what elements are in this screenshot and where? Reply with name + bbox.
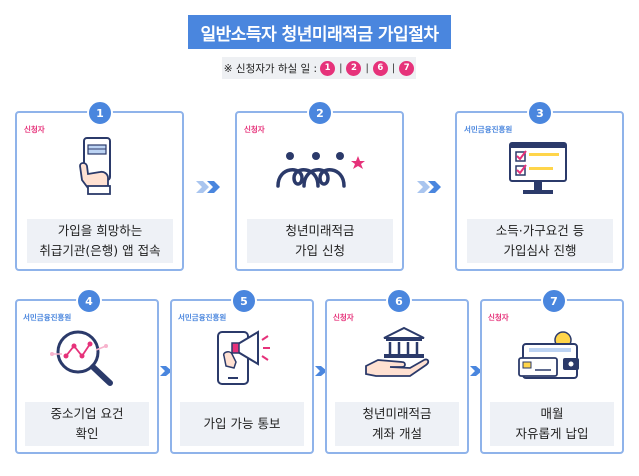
step-role-3: 서민금융진흥원	[464, 125, 513, 134]
step-text-2b: 가입 신청	[295, 243, 345, 258]
arrow-right-icon	[470, 366, 482, 376]
arrow-right-icon	[417, 181, 441, 193]
page-title: 일반소득자 청년미래적금 가입절차	[188, 15, 451, 49]
arrow-right-icon	[160, 366, 172, 376]
step-text-5a: 가입 가능 통보	[203, 416, 281, 431]
step-badge-4: 4	[76, 288, 102, 314]
step-text-3b: 가입심사 진행	[503, 243, 577, 258]
step-role-5: 서민금융진흥원	[178, 313, 227, 322]
step-badge-1: 1	[87, 100, 113, 126]
step-badge-7: 7	[541, 288, 567, 314]
step-badge-2: 2	[307, 100, 333, 126]
step-text-3a: 소득·가구요건 등	[495, 223, 585, 238]
phone-megaphone-icon	[217, 330, 270, 385]
step-text-1b: 취급기관(은행) 앱 접속	[39, 243, 161, 258]
monitor-checklist-icon	[509, 142, 567, 194]
step-label-5: 가입 가능 통보	[180, 402, 304, 446]
step-label-6: 청년미래적금 계좌 개설	[335, 402, 459, 446]
step-text-6b: 계좌 개설	[372, 426, 422, 441]
applicant-steps-note: ※ 신청자가 하실 일 : 1 | 2 | 6 | 7	[222, 57, 416, 79]
step-text-4a: 중소기업 요건	[50, 406, 124, 421]
step-text-7a: 매월	[540, 406, 564, 421]
step-role-6: 신청자	[333, 313, 354, 322]
step-text-2a: 청년미래적금	[285, 223, 355, 238]
step-label-1: 가입을 희망하는 취급기관(은행) 앱 접속	[27, 219, 173, 263]
wallet-icon	[518, 331, 579, 379]
step-text-7b: 자유롭게 납입	[515, 426, 589, 441]
applicant-steps-prefix: ※ 신청자가 하실 일 :	[223, 62, 318, 75]
step-label-2: 청년미래적금 가입 신청	[247, 219, 393, 263]
step-dot-7: 7	[399, 60, 415, 76]
step-label-3: 소득·가구요건 등 가입심사 진행	[467, 219, 613, 263]
arrow-right-icon	[315, 366, 327, 376]
magnifier-chart-icon	[50, 330, 113, 386]
separator: |	[365, 62, 369, 74]
arrow-right-icon	[196, 181, 220, 193]
phone-hand-icon	[79, 137, 111, 195]
step-badge-6: 6	[386, 288, 412, 314]
step-text-4b: 확인	[75, 426, 99, 441]
step-role-1: 신청자	[24, 125, 45, 134]
separator: |	[391, 62, 396, 74]
step-text-1a: 가입을 희망하는	[57, 223, 143, 238]
step-role-7: 신청자	[488, 313, 509, 322]
step-text-6a: 청년미래적금	[362, 406, 432, 421]
bank-hand-icon	[365, 326, 430, 377]
step-dot-2: 2	[346, 60, 362, 76]
step-role-4: 서민금융진흥원	[23, 313, 72, 322]
step-label-4: 중소기업 요건 확인	[25, 402, 149, 446]
step-dot-6: 6	[372, 60, 388, 76]
separator: |	[339, 62, 343, 74]
step-badge-5: 5	[231, 288, 257, 314]
step-role-2: 신청자	[244, 125, 265, 134]
people-logo-icon	[276, 152, 365, 188]
step-badge-3: 3	[527, 100, 553, 126]
step-label-7: 매월 자유롭게 납입	[490, 402, 614, 446]
step-dot-1: 1	[320, 60, 336, 76]
